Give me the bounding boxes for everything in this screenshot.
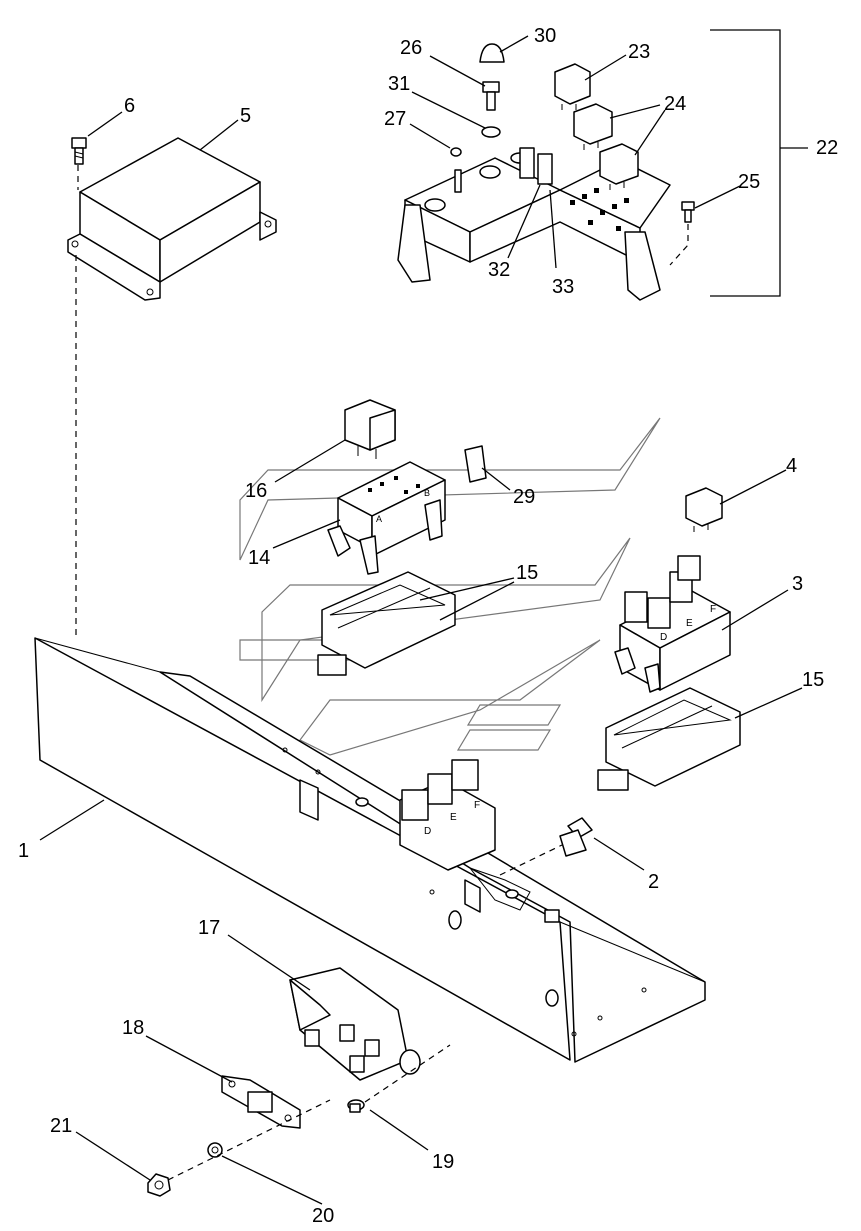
leader-lines (39, 35, 803, 1205)
callout-16: 16 (245, 480, 267, 502)
watermark-logo (239, 417, 661, 756)
part-14-fuse-block: A B (327, 461, 446, 575)
part-31-washer (481, 126, 501, 138)
block-main-letter-e: E (450, 812, 457, 823)
block-main-letter-f: F (474, 800, 480, 811)
callout-22: 22 (816, 137, 838, 159)
callout-23: 23 (628, 41, 650, 63)
part-4-relay (685, 487, 723, 532)
part-3-fuse-block: D E F (614, 555, 731, 693)
block-3-letter-f: F (710, 604, 716, 615)
leader-25-dash (669, 224, 689, 266)
fuse-block-22-slots (570, 188, 629, 231)
part-19-screw (347, 1099, 365, 1113)
callout-18: 18 (122, 1017, 144, 1039)
block-3-letter-e: E (686, 618, 693, 629)
part-1-mounting-plate: D E F (34, 637, 706, 1063)
part-2-screw (559, 817, 593, 857)
callout-19: 19 (432, 1151, 454, 1173)
part-23-relay (554, 63, 591, 110)
part-6-screw (71, 137, 87, 165)
part-24-relay-a (573, 103, 613, 150)
callout-32: 32 (488, 259, 510, 281)
callout-27: 27 (384, 108, 406, 130)
leader-21-dash (167, 1099, 331, 1181)
callout-labels: 1 2 3 4 5 6 14 15 15 16 17 18 19 20 21 2… (18, 25, 838, 1227)
part-15-fuse-strip-a (317, 571, 456, 676)
block-14-letter-a: A (376, 514, 382, 524)
callout-17: 17 (198, 917, 220, 939)
callout-3: 3 (792, 573, 803, 595)
block-14-letter-b: B (424, 488, 430, 498)
block-main-letter-d: D (424, 826, 431, 837)
callout-33: 33 (552, 276, 574, 298)
part-17-fuse-holder (289, 967, 421, 1081)
part-25-screw (681, 201, 695, 223)
part-21-nut (147, 1173, 171, 1197)
part-27-nut (450, 147, 462, 157)
part-15-fuse-strip-b (597, 687, 741, 791)
callout-31: 31 (388, 73, 410, 95)
bracket-22 (710, 29, 808, 297)
callout-15-a: 15 (516, 562, 538, 584)
part-18-fuse-link (221, 1075, 301, 1129)
part-24-relay-b (599, 143, 639, 190)
callout-25: 25 (738, 171, 760, 193)
callout-15-b: 15 (802, 669, 824, 691)
callout-30: 30 (534, 25, 556, 47)
part-29-label (464, 445, 487, 483)
callout-21: 21 (50, 1115, 72, 1137)
part-26-bolt (482, 81, 500, 111)
callout-5: 5 (240, 105, 251, 127)
callout-14: 14 (248, 547, 270, 569)
leader-2-dash (499, 844, 563, 876)
callout-26: 26 (400, 37, 422, 59)
callout-1: 1 (18, 840, 29, 862)
callout-4: 4 (786, 455, 797, 477)
part-5-module-box (67, 137, 277, 301)
part-20-lock-washer (207, 1142, 223, 1158)
callout-6: 6 (124, 95, 135, 117)
part-16-relay (344, 399, 396, 459)
block-3-letter-d: D (660, 632, 667, 643)
callout-24: 24 (664, 93, 686, 115)
callout-20: 20 (312, 1205, 334, 1227)
callout-2: 2 (648, 871, 659, 893)
callout-29: 29 (513, 486, 535, 508)
part-22-fuse-block (397, 147, 671, 301)
part-30-cap (479, 43, 505, 63)
